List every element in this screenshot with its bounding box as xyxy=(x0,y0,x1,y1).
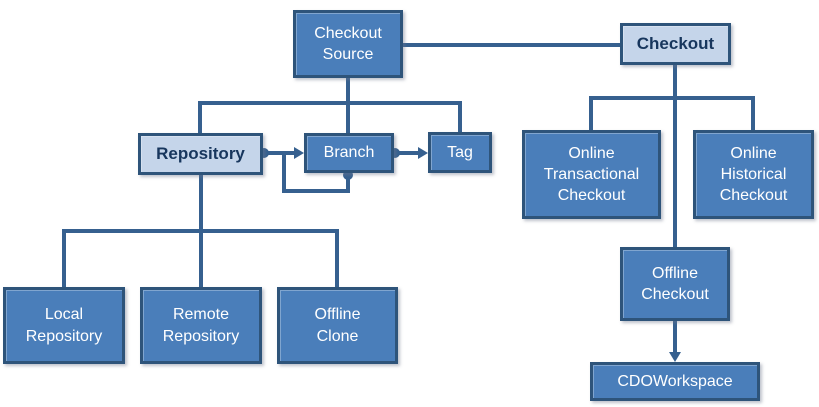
node-online-transactional-checkout: Online Transactional Checkout xyxy=(522,130,661,219)
edge-branch-self-loop-down xyxy=(346,173,350,193)
node-tag: Tag xyxy=(428,132,492,173)
edge-drop-to-remote-repository xyxy=(199,229,203,287)
connection-dot-branch-bottom xyxy=(343,170,353,180)
node-checkout-source: Checkout Source xyxy=(293,10,403,78)
edge-drop-to-online-transactional xyxy=(589,96,593,130)
node-online-historical-checkout: Online Historical Checkout xyxy=(693,130,814,219)
node-branch: Branch xyxy=(304,133,394,173)
edge-drop-to-tag xyxy=(458,101,462,132)
edge-offline-checkout-to-cdoworkspace xyxy=(673,321,677,353)
edge-checkout-source-to-checkout xyxy=(402,43,620,47)
edge-drop-to-online-historical xyxy=(751,96,755,130)
node-local-repository: Local Repository xyxy=(3,287,125,364)
edge-branch-self-loop-bottom xyxy=(282,189,350,193)
edge-drop-to-local-repository xyxy=(62,229,66,287)
edge-left-tree-horizontal xyxy=(198,101,462,105)
arrowhead-into-cdoworkspace-icon xyxy=(669,352,681,362)
edge-drop-to-offline-clone xyxy=(335,229,339,287)
edge-repository-to-branch xyxy=(263,151,295,155)
edge-checkout-down xyxy=(673,65,677,247)
edge-right-tree-horizontal xyxy=(589,96,755,100)
arrowhead-into-branch-icon xyxy=(294,147,304,159)
arrowhead-into-tag-icon xyxy=(418,147,428,159)
node-repository: Repository xyxy=(138,133,263,175)
node-offline-checkout: Offline Checkout xyxy=(620,247,730,321)
edge-repository-down xyxy=(199,175,203,233)
edge-drop-to-repository xyxy=(198,101,202,133)
connection-dot-branch-right xyxy=(390,148,400,158)
node-checkout: Checkout xyxy=(620,23,731,65)
connection-dot-repository-right xyxy=(259,148,269,158)
node-offline-clone: Offline Clone xyxy=(277,287,398,364)
node-remote-repository: Remote Repository xyxy=(140,287,262,364)
node-cdoworkspace: CDOWorkspace xyxy=(590,362,760,401)
edge-checkout-source-down xyxy=(346,78,350,133)
edge-branch-self-loop-up xyxy=(282,151,286,193)
edge-branch-to-tag xyxy=(393,151,419,155)
